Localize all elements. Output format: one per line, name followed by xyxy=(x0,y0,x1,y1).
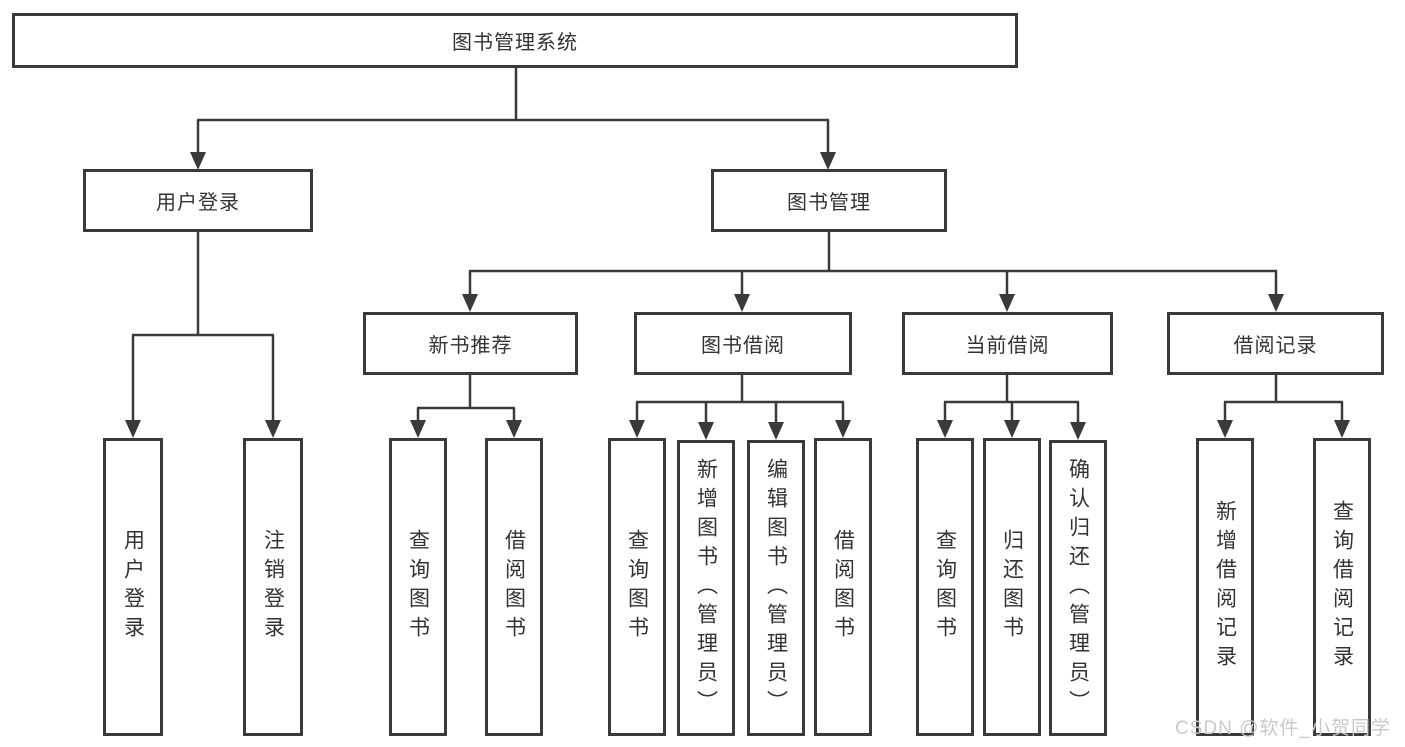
leaf-add-borrow-record: 新增借阅记录 xyxy=(1196,438,1254,736)
node-current-borrowing: 当前借阅 xyxy=(902,312,1113,375)
arrowhead xyxy=(125,420,141,438)
leaf-label: 新增图书（管理员） xyxy=(694,457,718,719)
arrowhead xyxy=(768,422,784,440)
arrowhead xyxy=(190,152,206,170)
leaf-user-login: 用户登录 xyxy=(103,438,163,736)
arrowhead xyxy=(937,420,953,438)
node-user-login: 用户登录 xyxy=(83,169,313,232)
node-label: 图书管理 xyxy=(787,192,871,214)
leaf-label: 查询图书 xyxy=(933,529,957,645)
leaf-return-books: 归还图书 xyxy=(983,438,1041,736)
leaf-query-books-current: 查询图书 xyxy=(916,438,974,736)
arrowhead xyxy=(629,420,645,438)
node-label: 借阅记录 xyxy=(1233,335,1318,357)
node-new-book-recommend: 新书推荐 xyxy=(363,312,578,375)
node-label: 新书推荐 xyxy=(428,335,513,357)
arrowhead xyxy=(1217,420,1233,438)
arrowhead xyxy=(462,294,478,312)
leaf-query-borrow-record: 查询借阅记录 xyxy=(1313,438,1371,736)
arrowhead xyxy=(835,420,851,438)
node-label: 图书管理系统 xyxy=(452,32,578,54)
node-label: 图书借阅 xyxy=(701,335,785,357)
arrowhead xyxy=(999,294,1015,312)
leaf-label: 新增借阅记录 xyxy=(1213,500,1237,674)
leaf-logout: 注销登录 xyxy=(243,438,303,736)
leaf-label: 借阅图书 xyxy=(502,529,526,645)
leaf-label: 借阅图书 xyxy=(831,529,855,645)
leaf-label: 编辑图书（管理员） xyxy=(764,457,788,719)
leaf-confirm-return-admin: 确认归还（管理员） xyxy=(1049,440,1107,736)
arrowhead xyxy=(506,420,522,438)
arrowhead xyxy=(1004,420,1020,438)
node-book-borrowing: 图书借阅 xyxy=(634,312,852,375)
node-label: 用户登录 xyxy=(156,192,240,214)
leaf-label: 确认归还（管理员） xyxy=(1066,457,1090,719)
node-book-management: 图书管理 xyxy=(711,169,947,232)
leaf-label: 查询图书 xyxy=(406,529,430,645)
arrowhead xyxy=(698,422,714,440)
leaf-query-books-recommend: 查询图书 xyxy=(389,438,447,736)
arrowhead xyxy=(410,420,426,438)
node-borrowing-records: 借阅记录 xyxy=(1167,312,1384,375)
leaf-query-books-borrowing: 查询图书 xyxy=(608,438,666,736)
leaf-label: 注销登录 xyxy=(261,529,285,645)
arrowhead xyxy=(734,294,750,312)
leaf-add-books-admin: 新增图书（管理员） xyxy=(677,440,735,736)
arrowhead xyxy=(1334,420,1350,438)
arrowhead xyxy=(820,152,836,170)
leaf-borrow-books: 借阅图书 xyxy=(814,438,872,736)
arrowhead xyxy=(1268,294,1284,312)
leaf-label: 查询图书 xyxy=(625,529,649,645)
node-label: 当前借阅 xyxy=(965,335,1050,357)
leaf-edit-books-admin: 编辑图书（管理员） xyxy=(747,440,805,736)
leaf-label: 查询借阅记录 xyxy=(1330,500,1354,674)
leaf-label: 归还图书 xyxy=(1000,529,1024,645)
leaf-label: 用户登录 xyxy=(121,529,145,645)
arrowhead xyxy=(1070,422,1086,440)
csdn-watermark: CSDN @软件_小贺同学 xyxy=(1175,718,1391,739)
leaf-borrow-books-recommend: 借阅图书 xyxy=(485,438,543,736)
node-library-system: 图书管理系统 xyxy=(12,13,1018,68)
arrowhead xyxy=(265,420,281,438)
